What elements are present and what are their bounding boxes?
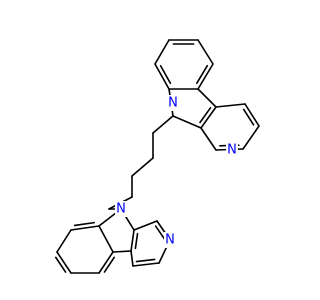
bond-b1-b2-double — [73, 221, 96, 227]
bond-a11-a12 — [242, 125, 260, 150]
bond-b10-b11 — [132, 262, 160, 267]
bond-a7-a8 — [200, 106, 217, 129]
bond-b11-b7 — [130, 250, 134, 267]
bond-b1-b6 — [98, 225, 114, 253]
bond-b2-b3 — [56, 229, 72, 253]
bond-a2-a3 — [197, 39, 214, 65]
atom-label: N — [165, 233, 175, 248]
bond-a9-c1 — [152, 115, 174, 134]
atom-label: N — [168, 96, 178, 111]
molecule-structure: N N N N — [54, 39, 260, 274]
bond-a10-a11-double — [242, 108, 255, 126]
bond-a3-a4-double — [196, 64, 209, 84]
bond-b8-b9 — [133, 220, 158, 231]
bond-a7-a10 — [215, 103, 246, 108]
bond-a3-a4 — [197, 63, 214, 90]
molecule-canvas: N N N N — [54, 39, 260, 274]
bond-a13-a8 — [200, 127, 217, 151]
bond-b7-b8-double — [134, 232, 139, 250]
bond-a5-a6 — [154, 63, 170, 90]
atom-label: N — [116, 202, 126, 217]
bond-b5-b6 — [98, 251, 114, 274]
bond-a7-a8-double — [199, 107, 212, 124]
bond-c2-c3 — [131, 157, 154, 177]
bond-a6-a1 — [154, 39, 170, 65]
bond-b5-b6-double — [103, 256, 116, 273]
bond-b9-N3-double — [154, 225, 166, 241]
bond-b10-b11-double — [135, 258, 156, 263]
bond-b1-b2 — [70, 225, 100, 231]
nitrogen-atom-n4: N — [164, 232, 176, 248]
bond-b7-b8 — [130, 229, 135, 252]
bond-a8-a9 — [172, 115, 202, 129]
nitrogen-atom-n2: N — [115, 201, 127, 217]
atom-label: N — [227, 143, 237, 158]
bond-b3-b4 — [56, 251, 72, 274]
bond-a4-a7 — [197, 88, 217, 108]
bond-b3-b4-double — [54, 256, 67, 273]
bond-a5-a6-double — [159, 64, 172, 85]
bond-a10-a11 — [244, 103, 260, 127]
nitrogen-atom-n3: N — [226, 142, 238, 158]
bond-b6-b7 — [112, 250, 132, 253]
nitrogen-atom-n1: N — [167, 95, 179, 111]
